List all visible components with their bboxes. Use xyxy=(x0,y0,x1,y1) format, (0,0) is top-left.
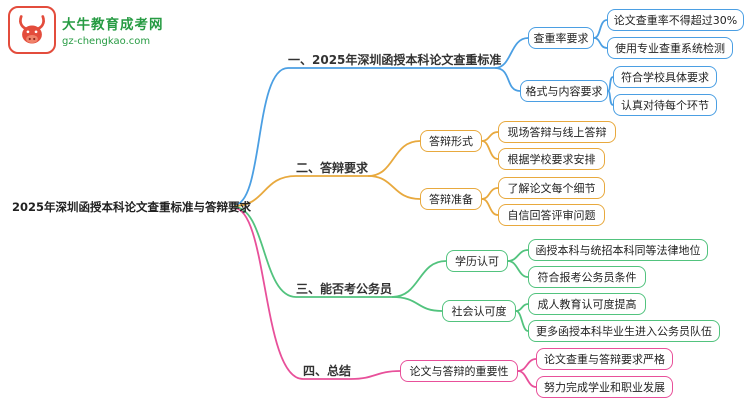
branch-4-leaf-1: 论文查重与答辩要求严格 xyxy=(536,348,673,370)
logo-domain: gz-chengkao.com xyxy=(62,36,151,47)
branch-3-leaf-1: 函授本科与统招本科同等法律地位 xyxy=(528,239,708,261)
branch-1-label: 一、2025年深圳函授本科论文查重标准 xyxy=(288,53,502,67)
branch-2-label: 二、答辩要求 xyxy=(296,161,369,175)
bull-logo-icon xyxy=(8,6,56,54)
branch-2-child-1: 答辩形式 xyxy=(420,130,482,152)
branch-4-leaf-2: 努力完成学业和职业发展 xyxy=(536,376,673,398)
branch-4-label: 四、总结 xyxy=(303,364,352,378)
site-logo: 大牛教育成考网 gz-chengkao.com xyxy=(8,6,164,54)
branch-1-leaf-2: 使用专业查重系统检测 xyxy=(607,37,733,59)
branch-3-label: 三、能否考公务员 xyxy=(296,282,393,296)
branch-1-leaf-4: 认真对待每个环节 xyxy=(613,94,717,116)
branch-3-leaf-4: 更多函授本科毕业生进入公务员队伍 xyxy=(528,320,720,342)
branch-3-child-2: 社会认可度 xyxy=(442,300,516,322)
branch-3-leaf-3: 成人教育认可度提高 xyxy=(528,293,646,315)
branch-1-leaf-3: 符合学校具体要求 xyxy=(613,66,717,88)
branch-1-child-1: 查重率要求 xyxy=(528,27,594,49)
branch-2-leaf-4: 自信回答评审问题 xyxy=(498,204,605,226)
branch-2-child-2: 答辩准备 xyxy=(420,188,482,210)
logo-title: 大牛教育成考网 xyxy=(62,17,164,33)
branch-1-child-2: 格式与内容要求 xyxy=(520,80,608,102)
branch-2-leaf-1: 现场答辩与线上答辩 xyxy=(498,121,616,143)
branch-2-leaf-2: 根据学校要求安排 xyxy=(498,148,605,170)
branch-2-leaf-3: 了解论文每个细节 xyxy=(498,177,605,199)
branch-4-child-1: 论文与答辩的重要性 xyxy=(400,360,518,382)
branch-3-leaf-2: 符合报考公务员条件 xyxy=(528,266,646,288)
branch-1-leaf-1: 论文查重率不得超过30% xyxy=(607,9,744,31)
root-topic: 2025年深圳函授本科论文查重标准与答辩要求 xyxy=(12,200,252,214)
branch-3-child-1: 学历认可 xyxy=(446,250,508,272)
